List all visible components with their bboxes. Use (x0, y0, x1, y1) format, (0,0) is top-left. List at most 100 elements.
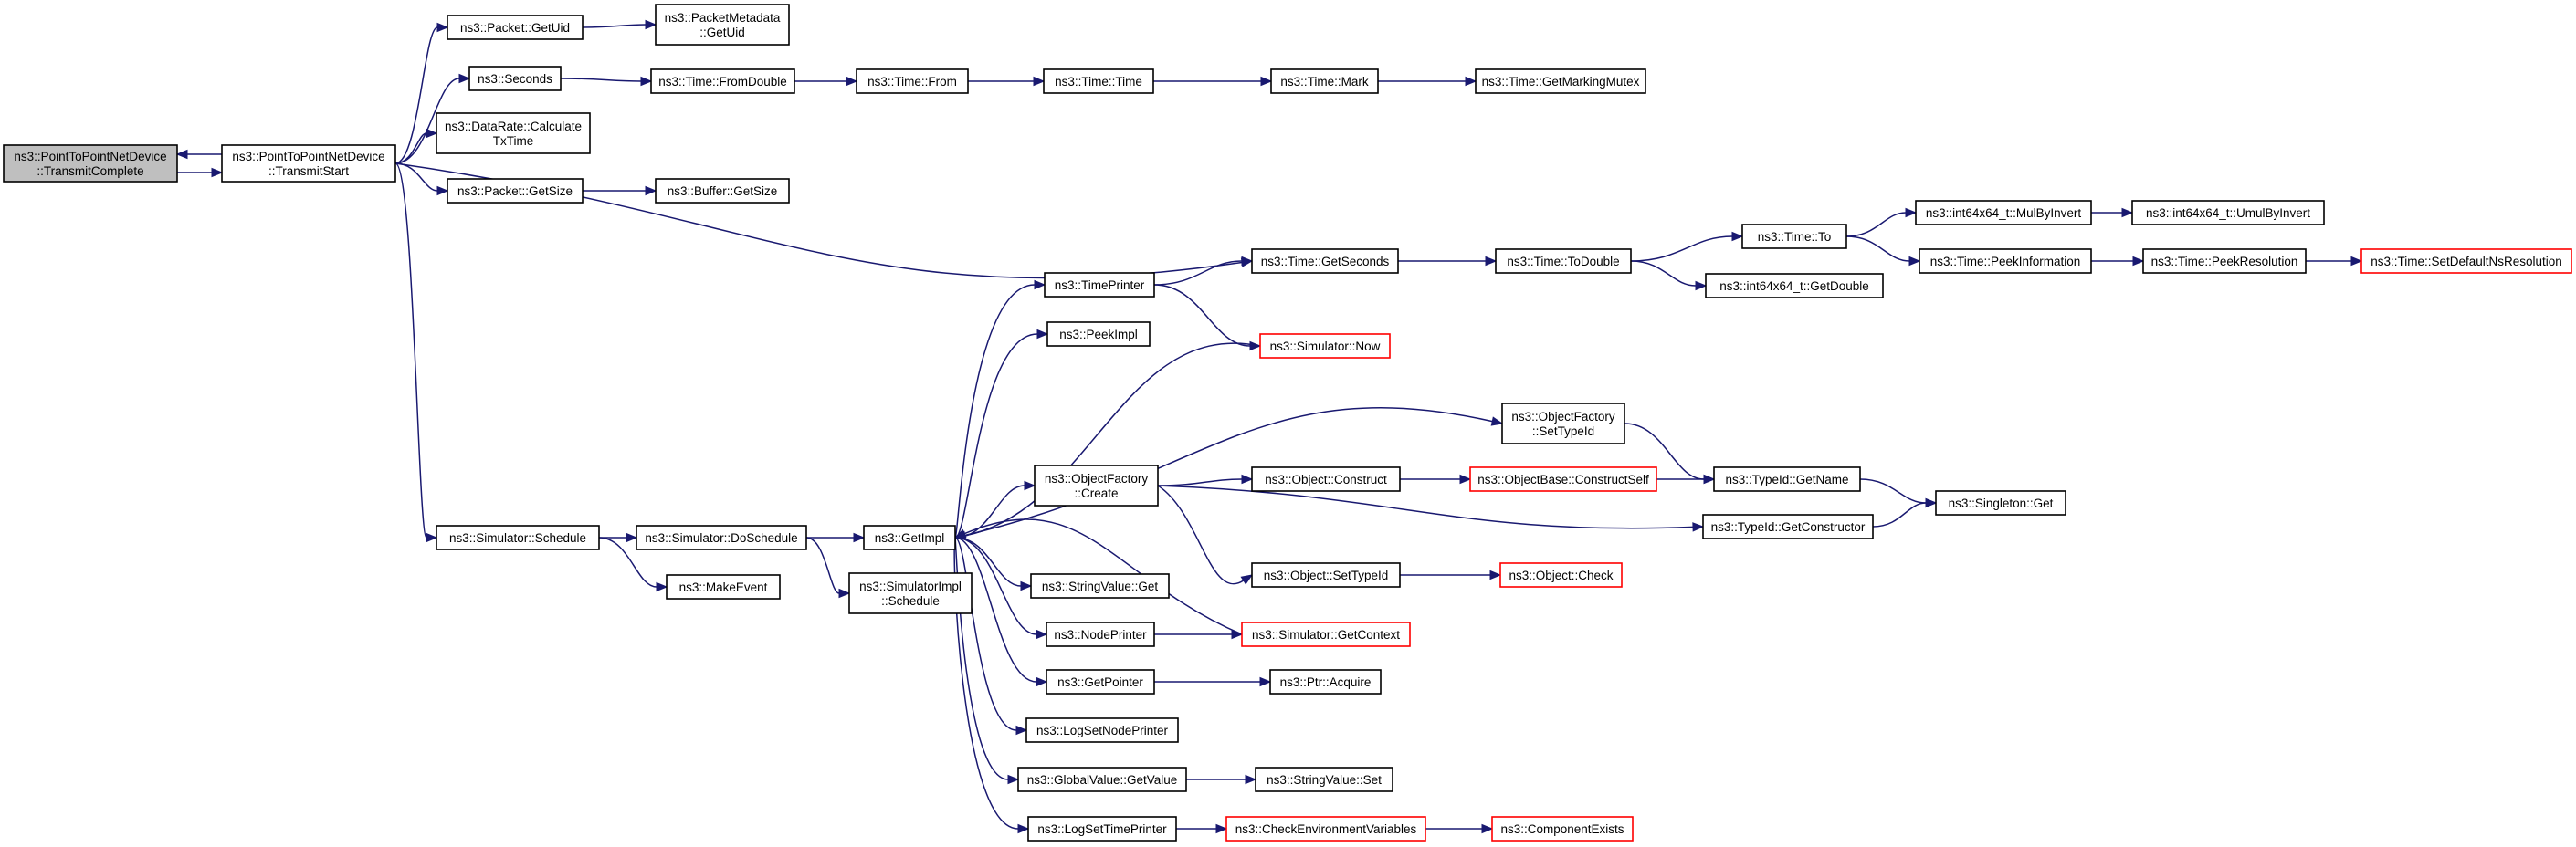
object-settypeid-node[interactable]: ns3::Object::SetTypeId (1251, 562, 1401, 588)
node-label: ns3::Simulator::Schedule (449, 531, 586, 545)
time-time-node[interactable]: ns3::Time::Time (1043, 68, 1154, 94)
buffer-getsize-node[interactable]: ns3::Buffer::GetSize (655, 178, 790, 204)
logsettimeprinter-node[interactable]: ns3::LogSetTimePrinter (1027, 816, 1177, 842)
simulator-schedule-node[interactable]: ns3::Simulator::Schedule (436, 525, 600, 550)
edge-getpointer-to-ptr_acquire (1153, 676, 1272, 687)
peekimpl-node[interactable]: ns3::PeekImpl (1046, 321, 1151, 347)
edge-seconds-to-time_fromdouble (560, 76, 653, 87)
edge-time_todouble-to-time_to (1630, 231, 1744, 262)
arrowhead (645, 185, 657, 196)
simulator-doschedule-node[interactable]: ns3::Simulator::DoSchedule (636, 525, 807, 550)
makeevent-node[interactable]: ns3::MakeEvent (666, 574, 781, 600)
typeid-getname-node[interactable]: ns3::TypeId::GetName (1713, 466, 1861, 492)
node-box (1713, 466, 1861, 492)
pktmeta-getuid-node[interactable]: ns3::PacketMetadata::GetUid (655, 4, 790, 46)
globalvalue-getvalue-node[interactable]: ns3::GlobalValue::GetValue (1017, 767, 1187, 792)
node-label: ns3::TypeId::GetConstructor (1711, 520, 1866, 534)
ptr-acquire-node[interactable]: ns3::Ptr::Acquire (1269, 669, 1382, 695)
time-from-node[interactable]: ns3::Time::From (856, 68, 969, 94)
arrowhead (2132, 256, 2145, 267)
node-label: ns3::Time::PeekInformation (1930, 255, 2081, 268)
node-label: ::SetTypeId (1532, 424, 1594, 438)
node-box (1919, 248, 2092, 274)
objfactory-settypeid-node[interactable]: ns3::ObjectFactory::SetTypeId (1501, 403, 1625, 444)
arrowhead (1249, 340, 1262, 351)
time-mark-node[interactable]: ns3::Time::Mark (1270, 68, 1379, 94)
node-label: ns3::Time::Mark (1280, 75, 1369, 89)
arrowhead (1015, 725, 1028, 736)
edge-objfactory_create-to-object_construct (1157, 474, 1254, 486)
time-getseconds-node[interactable]: ns3::Time::GetSeconds (1251, 248, 1399, 274)
typeid-getconstructor-node[interactable]: ns3::TypeId::GetConstructor (1702, 514, 1874, 539)
singleton-get-node[interactable]: ns3::Singleton::Get (1935, 490, 2066, 516)
time-setdefaultnsres-node[interactable]: ns3::Time::SetDefaultNsResolution (2360, 248, 2572, 274)
time-todouble-node[interactable]: ns3::Time::ToDouble (1495, 248, 1632, 274)
time-peekresolution-node[interactable]: ns3::Time::PeekResolution (2142, 248, 2307, 274)
node-label: ns3::PointToPointNetDevice (14, 150, 166, 163)
stringvalue-set-node[interactable]: ns3::StringValue::Set (1255, 767, 1393, 792)
arrowhead (656, 581, 668, 592)
time-peekinformation-node[interactable]: ns3::Time::PeekInformation (1919, 248, 2092, 274)
edge-line (953, 537, 1019, 830)
time-fromdouble-node[interactable]: ns3::Time::FromDouble (650, 68, 795, 94)
node-box (1269, 669, 1382, 695)
object-check-node[interactable]: ns3::Object::Check (1499, 562, 1623, 588)
edge-nodeprinter-to-simulator_getcontext (1154, 629, 1244, 640)
node-box (1251, 466, 1401, 492)
stringvalue-get-node[interactable]: ns3::StringValue::Get (1030, 573, 1170, 599)
edge-line (964, 342, 1261, 537)
ptp-txstart-node[interactable]: ns3::PointToPointNetDevice::TransmitStar… (221, 144, 396, 183)
seconds-node[interactable]: ns3::Seconds (468, 66, 562, 91)
getimpl-node[interactable]: ns3::GetImpl (863, 525, 956, 550)
object-construct-node[interactable]: ns3::Object::Construct (1251, 466, 1401, 492)
node-label: ns3::GetImpl (875, 531, 945, 545)
node-box (655, 178, 790, 204)
node-label: ::Schedule (881, 594, 940, 608)
int64-getdouble-node[interactable]: ns3::int64x64_t::GetDouble (1705, 273, 1884, 298)
node-label: ns3::Time::SetDefaultNsResolution (2371, 255, 2562, 268)
node-box (1741, 224, 1847, 249)
time-getmarkingmutex-node[interactable]: ns3::Time::GetMarkingMutex (1475, 68, 1646, 94)
simimpl-schedule-node[interactable]: ns3::SimulatorImpl::Schedule (848, 572, 973, 614)
nodeprinter-node[interactable]: ns3::NodePrinter (1046, 622, 1155, 647)
arrowhead (1259, 676, 1272, 687)
node-label: ns3::MakeEvent (679, 580, 768, 594)
arrowhead (1033, 76, 1046, 87)
node-box (1025, 717, 1179, 743)
node-box (1044, 272, 1155, 298)
node-label: ns3::Seconds (478, 72, 552, 86)
arrowhead (426, 532, 438, 543)
objectbase-constructself-node[interactable]: ns3::ObjectBase::ConstructSelf (1469, 466, 1657, 492)
node-label: ns3::PacketMetadata (665, 11, 781, 25)
componentexists-node[interactable]: ns3::ComponentExists (1491, 816, 1634, 842)
edge-packet_getsize-to-buffer_getsize (583, 185, 657, 196)
node-box (1251, 562, 1401, 588)
node-label: ns3::Time::GetMarkingMutex (1482, 75, 1640, 89)
node-box (1501, 403, 1625, 444)
int64-mulbyinvert-node[interactable]: ns3::int64x64_t::MulByInvert (1915, 200, 2092, 225)
simulator-getcontext-node[interactable]: ns3::Simulator::GetContext (1241, 622, 1411, 647)
edge-time_peekresolution-to-time_setdefaultnsres (2305, 256, 2363, 267)
packet-getuid-node[interactable]: ns3::Packet::GetUid (447, 15, 584, 40)
node-label: ns3::ComponentExists (1500, 822, 1624, 836)
arrowhead (458, 73, 471, 84)
objfactory-create-node[interactable]: ns3::ObjectFactory::Create (1034, 465, 1159, 507)
getpointer-node[interactable]: ns3::GetPointer (1046, 669, 1155, 695)
simulator-now-node[interactable]: ns3::Simulator::Now (1259, 333, 1391, 359)
timeprinter-node[interactable]: ns3::TimePrinter (1044, 272, 1155, 298)
edge-getimpl-to-nodeprinter (954, 537, 1048, 640)
arrowhead (1017, 823, 1030, 834)
packet-getsize-node[interactable]: ns3::Packet::GetSize (447, 178, 584, 204)
edge-getimpl-to-objfactory_create (954, 480, 1036, 539)
edge-int64_mulbyinvert-to-int64_umulbyinvert (2091, 207, 2134, 218)
time-to-node[interactable]: ns3::Time::To (1741, 224, 1847, 249)
arrowhead (1703, 474, 1716, 485)
checkenvvars-node[interactable]: ns3::CheckEnvironmentVariables (1225, 816, 1426, 842)
logsetnodeprinter-node[interactable]: ns3::LogSetNodePrinter (1025, 717, 1179, 743)
node-box (1491, 816, 1634, 842)
edge-line (1153, 284, 1251, 347)
node-label: ns3::Object::Check (1509, 569, 1613, 582)
node-box (3, 144, 178, 183)
int64-umulbyinvert-node[interactable]: ns3::int64x64_t::UmulByInvert (2131, 200, 2325, 225)
